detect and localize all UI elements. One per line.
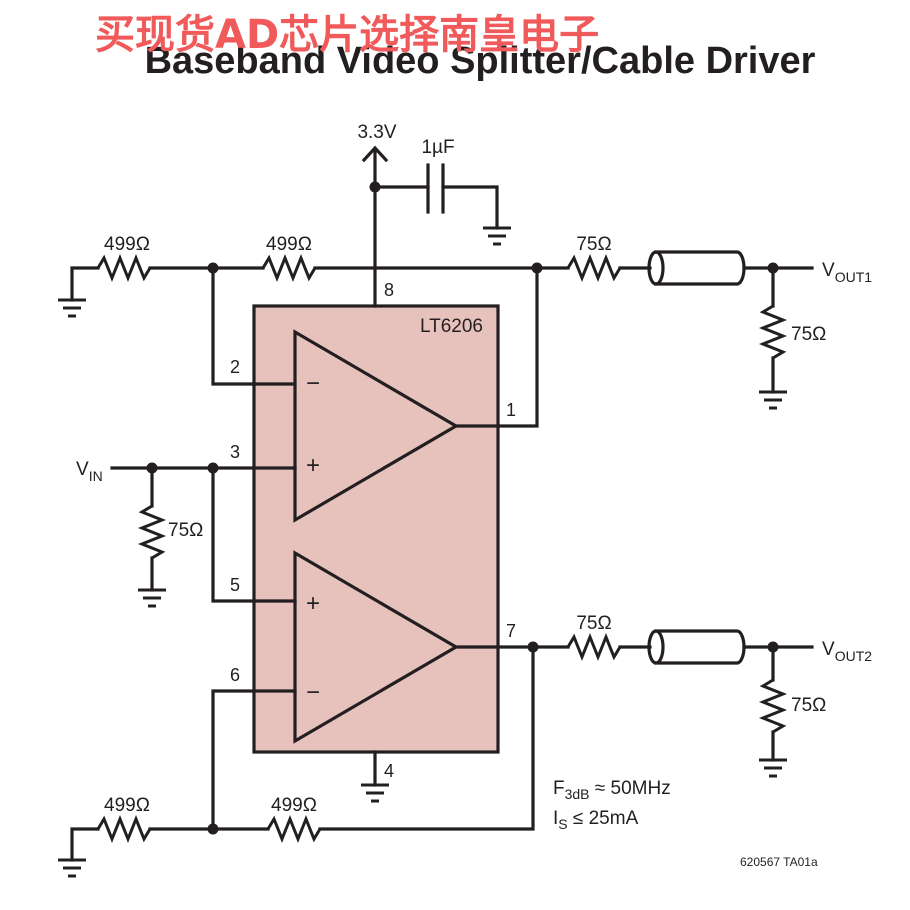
out1-wire [454, 266, 539, 428]
diagram-title: Baseband Video Splitter/Cable Driver [145, 40, 816, 82]
ground-symbol-load2 [759, 758, 787, 778]
opamp-b-noninverting-sign: + [306, 590, 320, 617]
junction-out2 [527, 641, 539, 653]
resistor-out2-load-label: 75Ω [791, 695, 826, 716]
ic-package [252, 304, 500, 754]
spec-bandwidth: F3dB ≈ 50MHz [553, 778, 671, 802]
resistor-top-left-label: 499Ω [104, 234, 150, 255]
opamp-a-noninverting-sign: + [306, 452, 320, 479]
ground-symbol-load1 [759, 390, 787, 410]
junction-supply-cap [369, 181, 381, 193]
watermark-text: 买现货AD芯片选择南皇电子 [95, 12, 599, 58]
pin-1-label: 1 [506, 400, 516, 420]
pin-3-label: 3 [230, 442, 240, 462]
resistor-out1-series-label: 75Ω [576, 234, 611, 255]
opamp-b-symbol [293, 550, 460, 744]
vout1-label: VOUT1 [822, 260, 872, 285]
figure-id: 620567 TA01a [740, 855, 818, 869]
junction-bottom-feedback [207, 823, 219, 835]
ground-symbol-input-term [138, 588, 166, 608]
junction-vout1 [767, 262, 779, 274]
coax-cable-2-end [647, 629, 665, 665]
coax-cable-1-body [654, 250, 746, 286]
opamp-a-symbol [293, 329, 460, 523]
resistor-top-mid [261, 253, 317, 283]
cap-wire-right [441, 185, 499, 230]
pin5-input-wire [211, 466, 297, 603]
ground-symbol-bottom-left [58, 858, 86, 878]
junction-vout2 [767, 641, 779, 653]
resistor-bottom-mid [266, 814, 322, 844]
bottom-feedback-wire [318, 645, 535, 831]
spec-supply-current: IS ≤ 25mA [553, 808, 639, 832]
pin-4-label: 4 [384, 761, 394, 781]
vin-label: VIN [76, 459, 103, 484]
coax-cable-1-end [647, 250, 665, 286]
capacitor-value-label: 1µF [421, 137, 454, 158]
ic-part-label: LT6206 [420, 316, 483, 337]
top-left-ground-wire [70, 266, 100, 302]
resistor-input-termination-label: 75Ω [168, 520, 203, 541]
resistor-out1-load [758, 304, 788, 360]
resistor-out2-load [758, 678, 788, 734]
pin-2-label: 2 [230, 357, 240, 377]
resistor-bottom-mid-label: 499Ω [271, 795, 317, 816]
resistor-input-termination [137, 504, 167, 560]
pin-6-label: 6 [230, 665, 240, 685]
opamp-a-inverting-sign: − [306, 370, 320, 397]
resistor-top-mid-label: 499Ω [266, 234, 312, 255]
pin-7-label: 7 [506, 621, 516, 641]
pin2-feedback-wire [211, 266, 297, 386]
pin-8-label: 8 [384, 280, 394, 300]
resistor-bottom-left [96, 814, 152, 844]
junction-vin-split [207, 462, 219, 474]
junction-out1 [531, 262, 543, 274]
resistor-bottom-left-label: 499Ω [104, 795, 150, 816]
ground-symbol-top-left [58, 298, 86, 318]
opamp-b-inverting-sign: − [306, 679, 320, 706]
resistor-out1-series [566, 253, 622, 283]
pin6-feedback-wire [211, 689, 297, 831]
resistor-out1-load-label: 75Ω [791, 324, 826, 345]
resistor-top-left [96, 253, 152, 283]
ground-symbol-pin4 [361, 783, 389, 803]
resistor-out2-series [566, 632, 622, 662]
bottom-left-ground-wire [70, 827, 100, 862]
vout2-label: VOUT2 [822, 639, 872, 664]
supply-voltage-label: 3.3V [357, 122, 396, 143]
junction-vin-term [146, 462, 158, 474]
ground-symbol-cap [483, 226, 511, 246]
junction-top-feedback [207, 262, 219, 274]
supply-arrow [361, 145, 389, 163]
resistor-out2-series-label: 75Ω [576, 613, 611, 634]
pin-5-label: 5 [230, 575, 240, 595]
coax-cable-2-body [654, 629, 746, 665]
